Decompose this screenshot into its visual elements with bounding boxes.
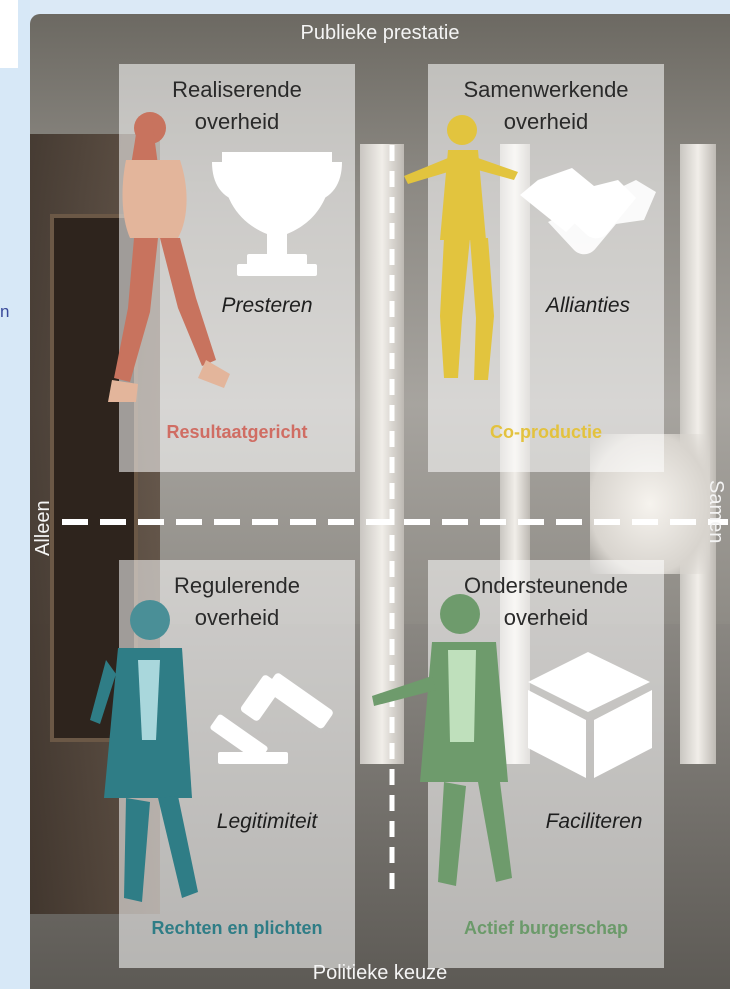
quadrant-tag: Resultaatgericht xyxy=(166,422,308,442)
man-pointing-figure-icon xyxy=(372,594,512,886)
quadrant-tag: Rechten en plichten xyxy=(151,918,323,938)
gavel-icon xyxy=(210,673,333,764)
axis-label-top: Publieke prestatie xyxy=(300,22,460,44)
quadrant-tag: Co-productie xyxy=(490,422,602,442)
axis-label-left: Alleen xyxy=(32,500,54,556)
sidebar-text-fragment: n xyxy=(0,302,10,321)
quadrant-keyword: Presteren xyxy=(221,294,313,317)
woman-shrug-figure-icon xyxy=(404,115,518,380)
left-sidebar xyxy=(0,0,30,989)
axis-label-right: Samen xyxy=(705,480,727,544)
quadrant-keyword: Allianties xyxy=(545,294,631,317)
man-leaning-figure-icon xyxy=(90,600,198,902)
quadrant-keyword: Legitimiteit xyxy=(216,810,318,833)
quadrant-keyword: Faciliteren xyxy=(545,810,643,833)
box-icon xyxy=(528,652,652,778)
sidebar-tab xyxy=(0,0,18,68)
trophy-icon xyxy=(212,152,342,276)
handshake-icon xyxy=(520,168,656,255)
woman-figure-icon xyxy=(108,112,230,402)
axis-label-bottom: Politieke keuze xyxy=(312,962,448,984)
quadrant-tag: Actief burgerschap xyxy=(463,918,629,938)
